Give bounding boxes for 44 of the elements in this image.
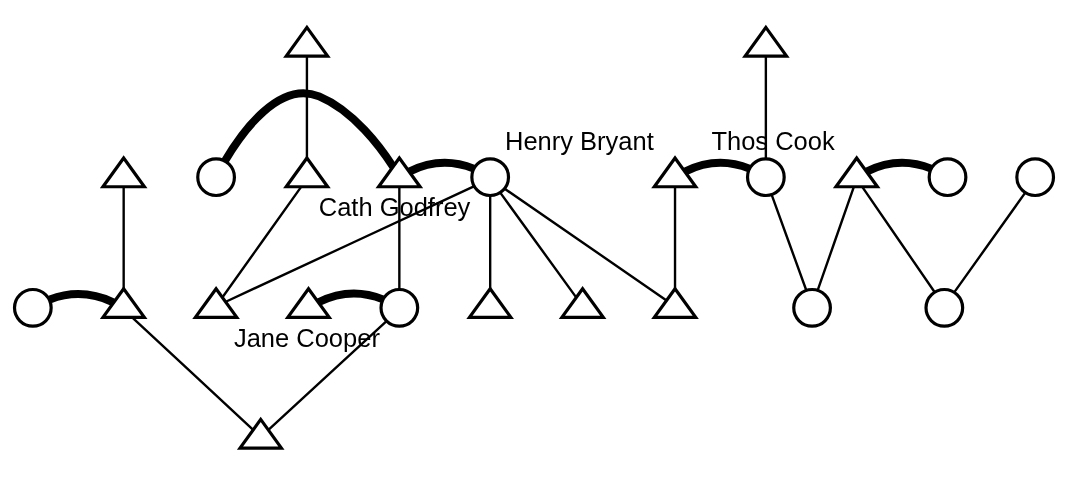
node-triangle [192, 286, 240, 319]
connector [770, 194, 808, 291]
connector [407, 158, 476, 176]
connector [764, 56, 768, 159]
node-label: Thos Cook [711, 126, 835, 155]
node-circle [1015, 157, 1056, 198]
connector [316, 289, 385, 306]
connector [225, 185, 475, 303]
node-triangle [99, 155, 148, 189]
connector [122, 187, 125, 289]
node-triangle [284, 286, 333, 319]
node-triangle [651, 286, 699, 319]
node-triangle [375, 155, 424, 189]
node-circle [470, 157, 511, 198]
node-circle [927, 157, 968, 198]
node-circle [379, 287, 420, 328]
node-triangle [466, 286, 514, 319]
node-triangle [99, 286, 148, 319]
node-triangle [236, 416, 285, 450]
connector [816, 186, 855, 291]
node-circle [12, 287, 53, 328]
node-triangle [742, 24, 790, 58]
connector [398, 187, 401, 290]
node-circle [792, 287, 832, 328]
node-circle [924, 287, 965, 328]
node-triangle [558, 286, 607, 319]
connector [499, 192, 578, 299]
connector [673, 187, 677, 289]
connector [861, 186, 936, 293]
connector [504, 187, 668, 302]
node-label: Henry Bryant [505, 126, 654, 155]
connector [953, 192, 1027, 293]
connector [131, 316, 254, 431]
connector [305, 56, 309, 158]
node-circle [745, 157, 786, 198]
connector [221, 89, 397, 169]
node-circle [196, 157, 236, 198]
connector [683, 158, 751, 176]
connector [489, 195, 492, 289]
connector [864, 158, 933, 176]
connector [221, 186, 302, 298]
connector [48, 290, 115, 306]
node-triangle [283, 24, 331, 58]
node-triangle [283, 155, 331, 189]
